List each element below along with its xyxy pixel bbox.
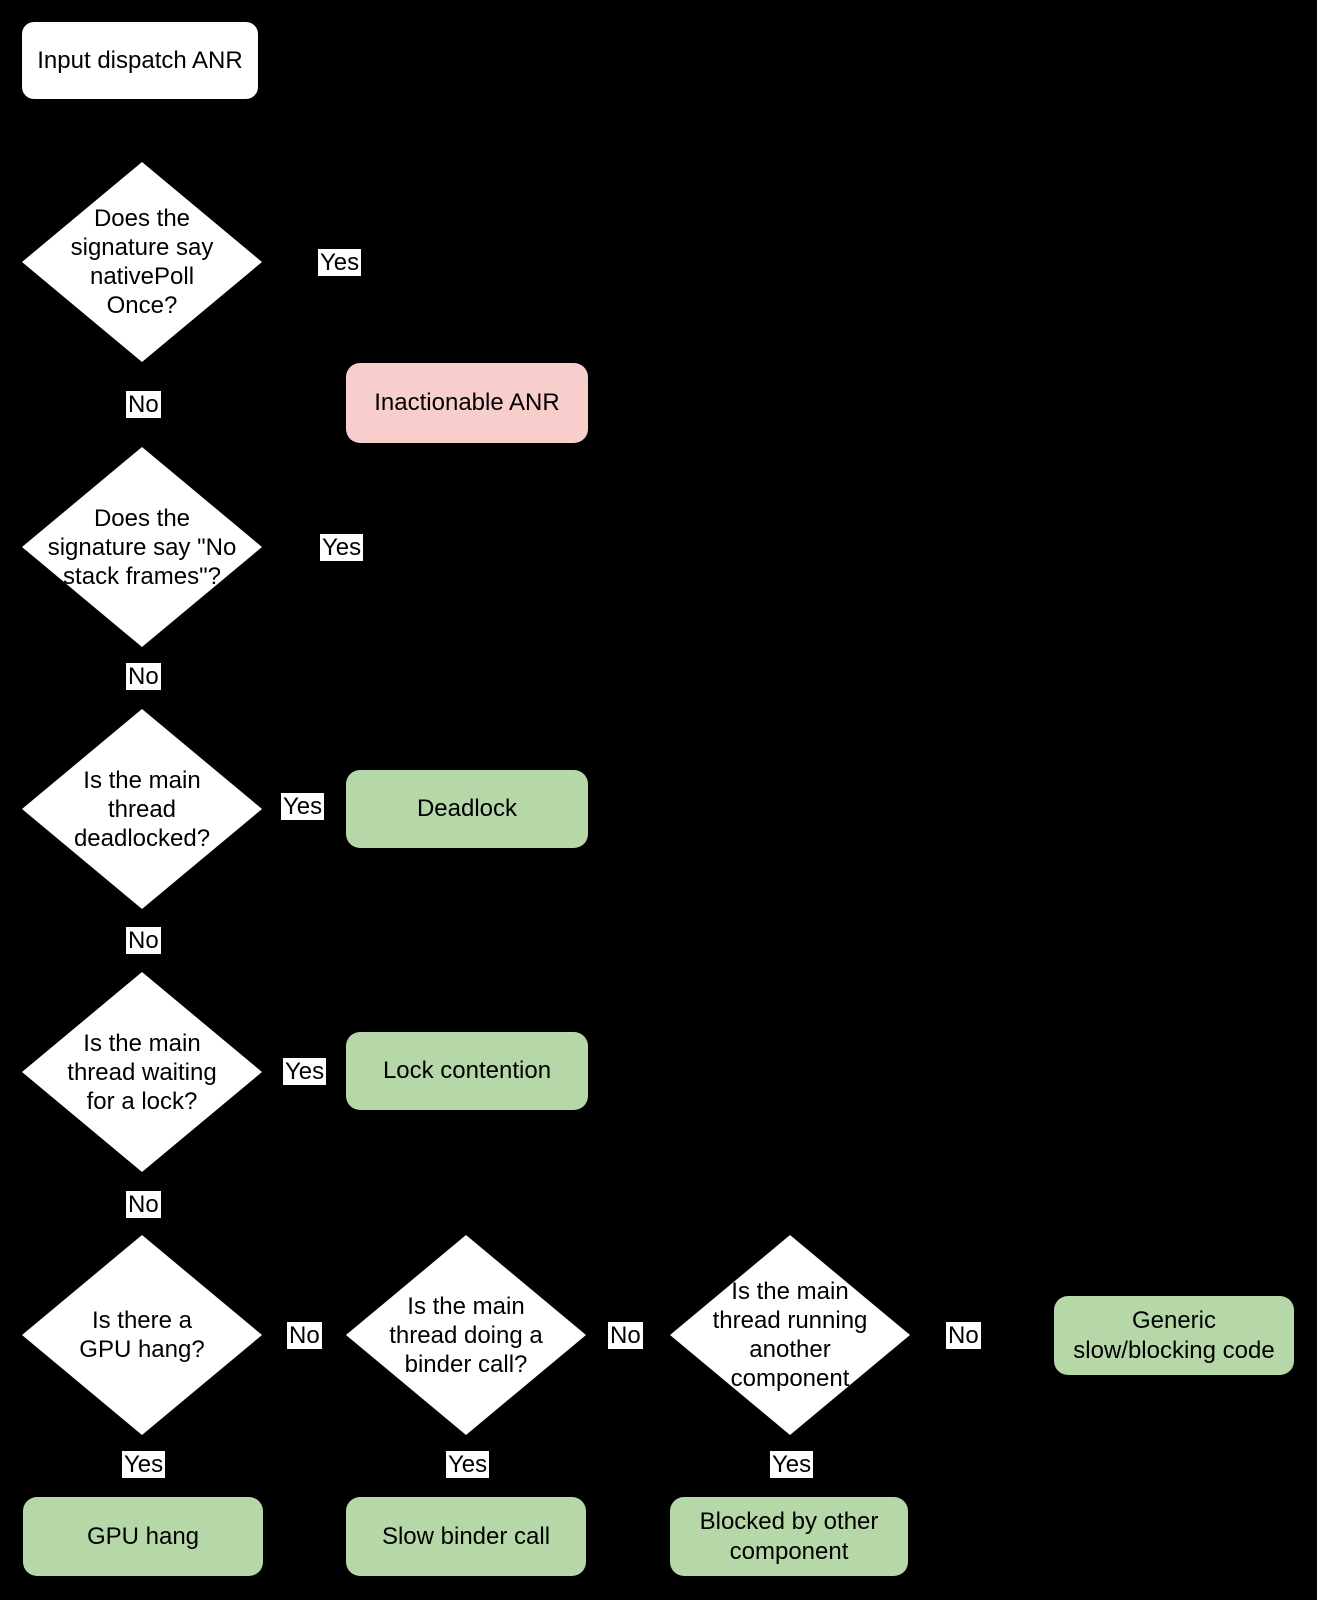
edge-label-no-binder-call: No bbox=[608, 1322, 643, 1349]
outcome-blocked-by-other-component: Blocked by other component bbox=[670, 1497, 908, 1576]
decision-signature-no-stack-frames: Does the signature say "No stack frames"… bbox=[22, 447, 262, 647]
decision-signature-nativepollonce: Does the signature say nativePoll Once? bbox=[22, 162, 262, 362]
decision-label: Is the main thread waiting for a lock? bbox=[67, 1029, 217, 1115]
start-node-input-dispatch-anr: Input dispatch ANR bbox=[22, 22, 258, 99]
outcome-deadlock: Deadlock bbox=[346, 770, 588, 848]
decision-label: Does the signature say nativePoll Once? bbox=[70, 205, 214, 319]
decision-main-thread-waiting-lock: Is the main thread waiting for a lock? bbox=[22, 972, 262, 1172]
decision-label: Does the signature say "No stack frames"… bbox=[47, 504, 237, 590]
outcome-generic-slow-blocking-code: Generic slow/blocking code bbox=[1054, 1296, 1294, 1375]
outcome-slow-binder-call: Slow binder call bbox=[346, 1497, 586, 1576]
edge-label-yes-deadlocked: Yes bbox=[281, 793, 325, 820]
edge-label-no-another-component: No bbox=[946, 1322, 981, 1349]
edge-label-no-waiting-lock: No bbox=[126, 1191, 161, 1218]
decision-binder-call: Is the main thread doing a binder call? bbox=[346, 1235, 586, 1435]
edge-label-yes-waiting-lock: Yes bbox=[283, 1058, 327, 1085]
decision-running-another-component: Is the main thread running another compo… bbox=[670, 1235, 910, 1435]
edge-label-yes-gpu-hang: Yes bbox=[122, 1451, 166, 1478]
edge-label-yes-binder-call: Yes bbox=[446, 1451, 490, 1478]
outcome-gpu-hang: GPU hang bbox=[23, 1497, 263, 1576]
edge-label-no-no-stack-frames: No bbox=[126, 663, 161, 690]
decision-gpu-hang: Is there a GPU hang? bbox=[22, 1235, 262, 1435]
edge-label-yes-no-stack-frames: Yes bbox=[320, 534, 364, 561]
outcome-inactionable-anr: Inactionable ANR bbox=[346, 363, 588, 443]
edge-label-no-nativepollonce: No bbox=[126, 391, 161, 418]
edge-label-no-gpu-hang: No bbox=[287, 1322, 322, 1349]
outcome-lock-contention: Lock contention bbox=[346, 1032, 588, 1110]
decision-label: Is there a GPU hang? bbox=[79, 1307, 205, 1363]
edge-label-no-deadlocked: No bbox=[126, 927, 161, 954]
decision-label: Is the main thread deadlocked? bbox=[73, 766, 211, 852]
edge-label-yes-another-component: Yes bbox=[770, 1451, 814, 1478]
decision-main-thread-deadlocked: Is the main thread deadlocked? bbox=[22, 709, 262, 909]
decision-label: Is the main thread doing a binder call? bbox=[389, 1292, 543, 1378]
edge-label-yes-nativepollonce: Yes bbox=[318, 249, 362, 276]
decision-label: Is the main thread running another compo… bbox=[712, 1278, 868, 1392]
